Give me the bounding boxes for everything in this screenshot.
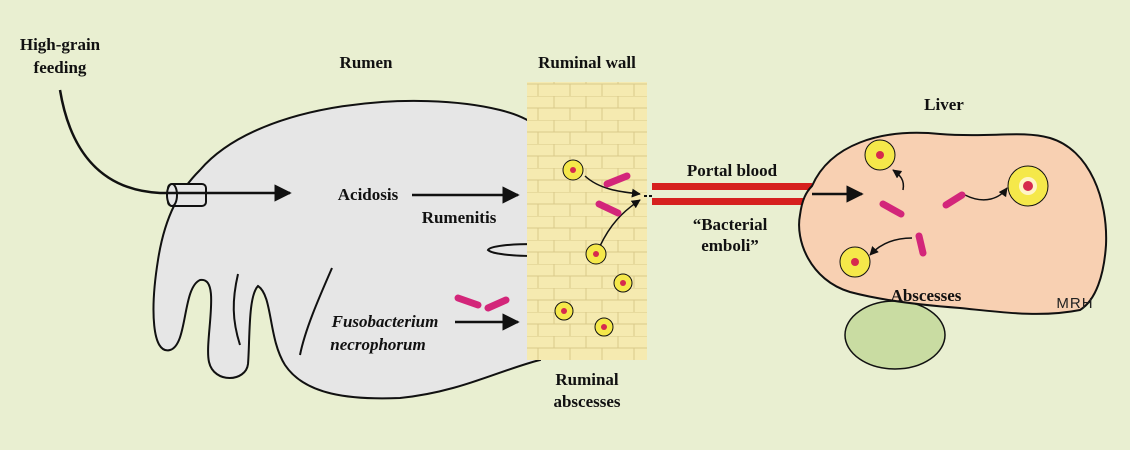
bacteria-rumen-1 [454, 294, 482, 309]
abscess-wall-3 [613, 273, 633, 293]
abscess-wall-2 [585, 243, 607, 265]
label-high-grain-2: feeding [34, 58, 87, 77]
label-ruminal-abscesses-2: abscesses [553, 392, 620, 411]
label-liver: Liver [924, 95, 964, 114]
wall-arrow-top [584, 175, 641, 198]
rumen-pillar [486, 243, 536, 257]
abscess-wall-4 [554, 301, 574, 321]
label-rumenitis: Rumenitis [422, 208, 497, 227]
gallbladder [844, 300, 946, 370]
label-fusobacterium-2: necrophorum [330, 335, 425, 354]
label-acidosis: Acidosis [338, 185, 399, 204]
label-ruminal-wall: Ruminal wall [538, 53, 636, 72]
feeding-arrow [58, 89, 292, 202]
abscess-liver-3 [839, 246, 871, 278]
bacteria-liver-2 [942, 191, 966, 209]
label-ruminal-abscesses-1: Ruminal [555, 370, 619, 389]
portal-vessel-top [652, 183, 812, 190]
bacteria-rumen-2 [484, 296, 510, 312]
label-abscesses: Abscesses [891, 286, 962, 305]
liver-arrow-3 [869, 237, 913, 256]
bacteria-wall-1 [603, 172, 631, 188]
label-portal-blood: Portal blood [687, 161, 778, 180]
label-fusobacterium-1: Fusobacterium [331, 312, 439, 331]
bacteria-liver-3 [915, 232, 927, 257]
liver-arrow-1 [892, 169, 905, 191]
artist-signature: MRH [1056, 295, 1093, 312]
label-rumen: Rumen [340, 53, 393, 72]
bacteria-wall-2 [595, 200, 622, 217]
portal-vessel-bottom [652, 198, 812, 205]
rumen-fold-2 [299, 267, 333, 356]
liver-arrow-2 [964, 187, 1008, 201]
abscess-wall-1 [562, 159, 584, 181]
bacteria-liver-1 [879, 200, 905, 218]
abscess-liver-1 [864, 139, 896, 171]
abscess-liver-2 [1007, 165, 1049, 207]
rumen-fold-1 [232, 273, 241, 346]
label-bacterial-emboli-2: emboli” [701, 236, 759, 255]
feed-tube-opening [166, 183, 178, 207]
wall-arrow-bottom [599, 199, 641, 247]
label-high-grain-1: High-grain [20, 35, 101, 54]
ruminal-wall [527, 82, 647, 360]
label-bacterial-emboli-1: “Bacterial [693, 215, 768, 234]
abscess-wall-5 [594, 317, 614, 337]
